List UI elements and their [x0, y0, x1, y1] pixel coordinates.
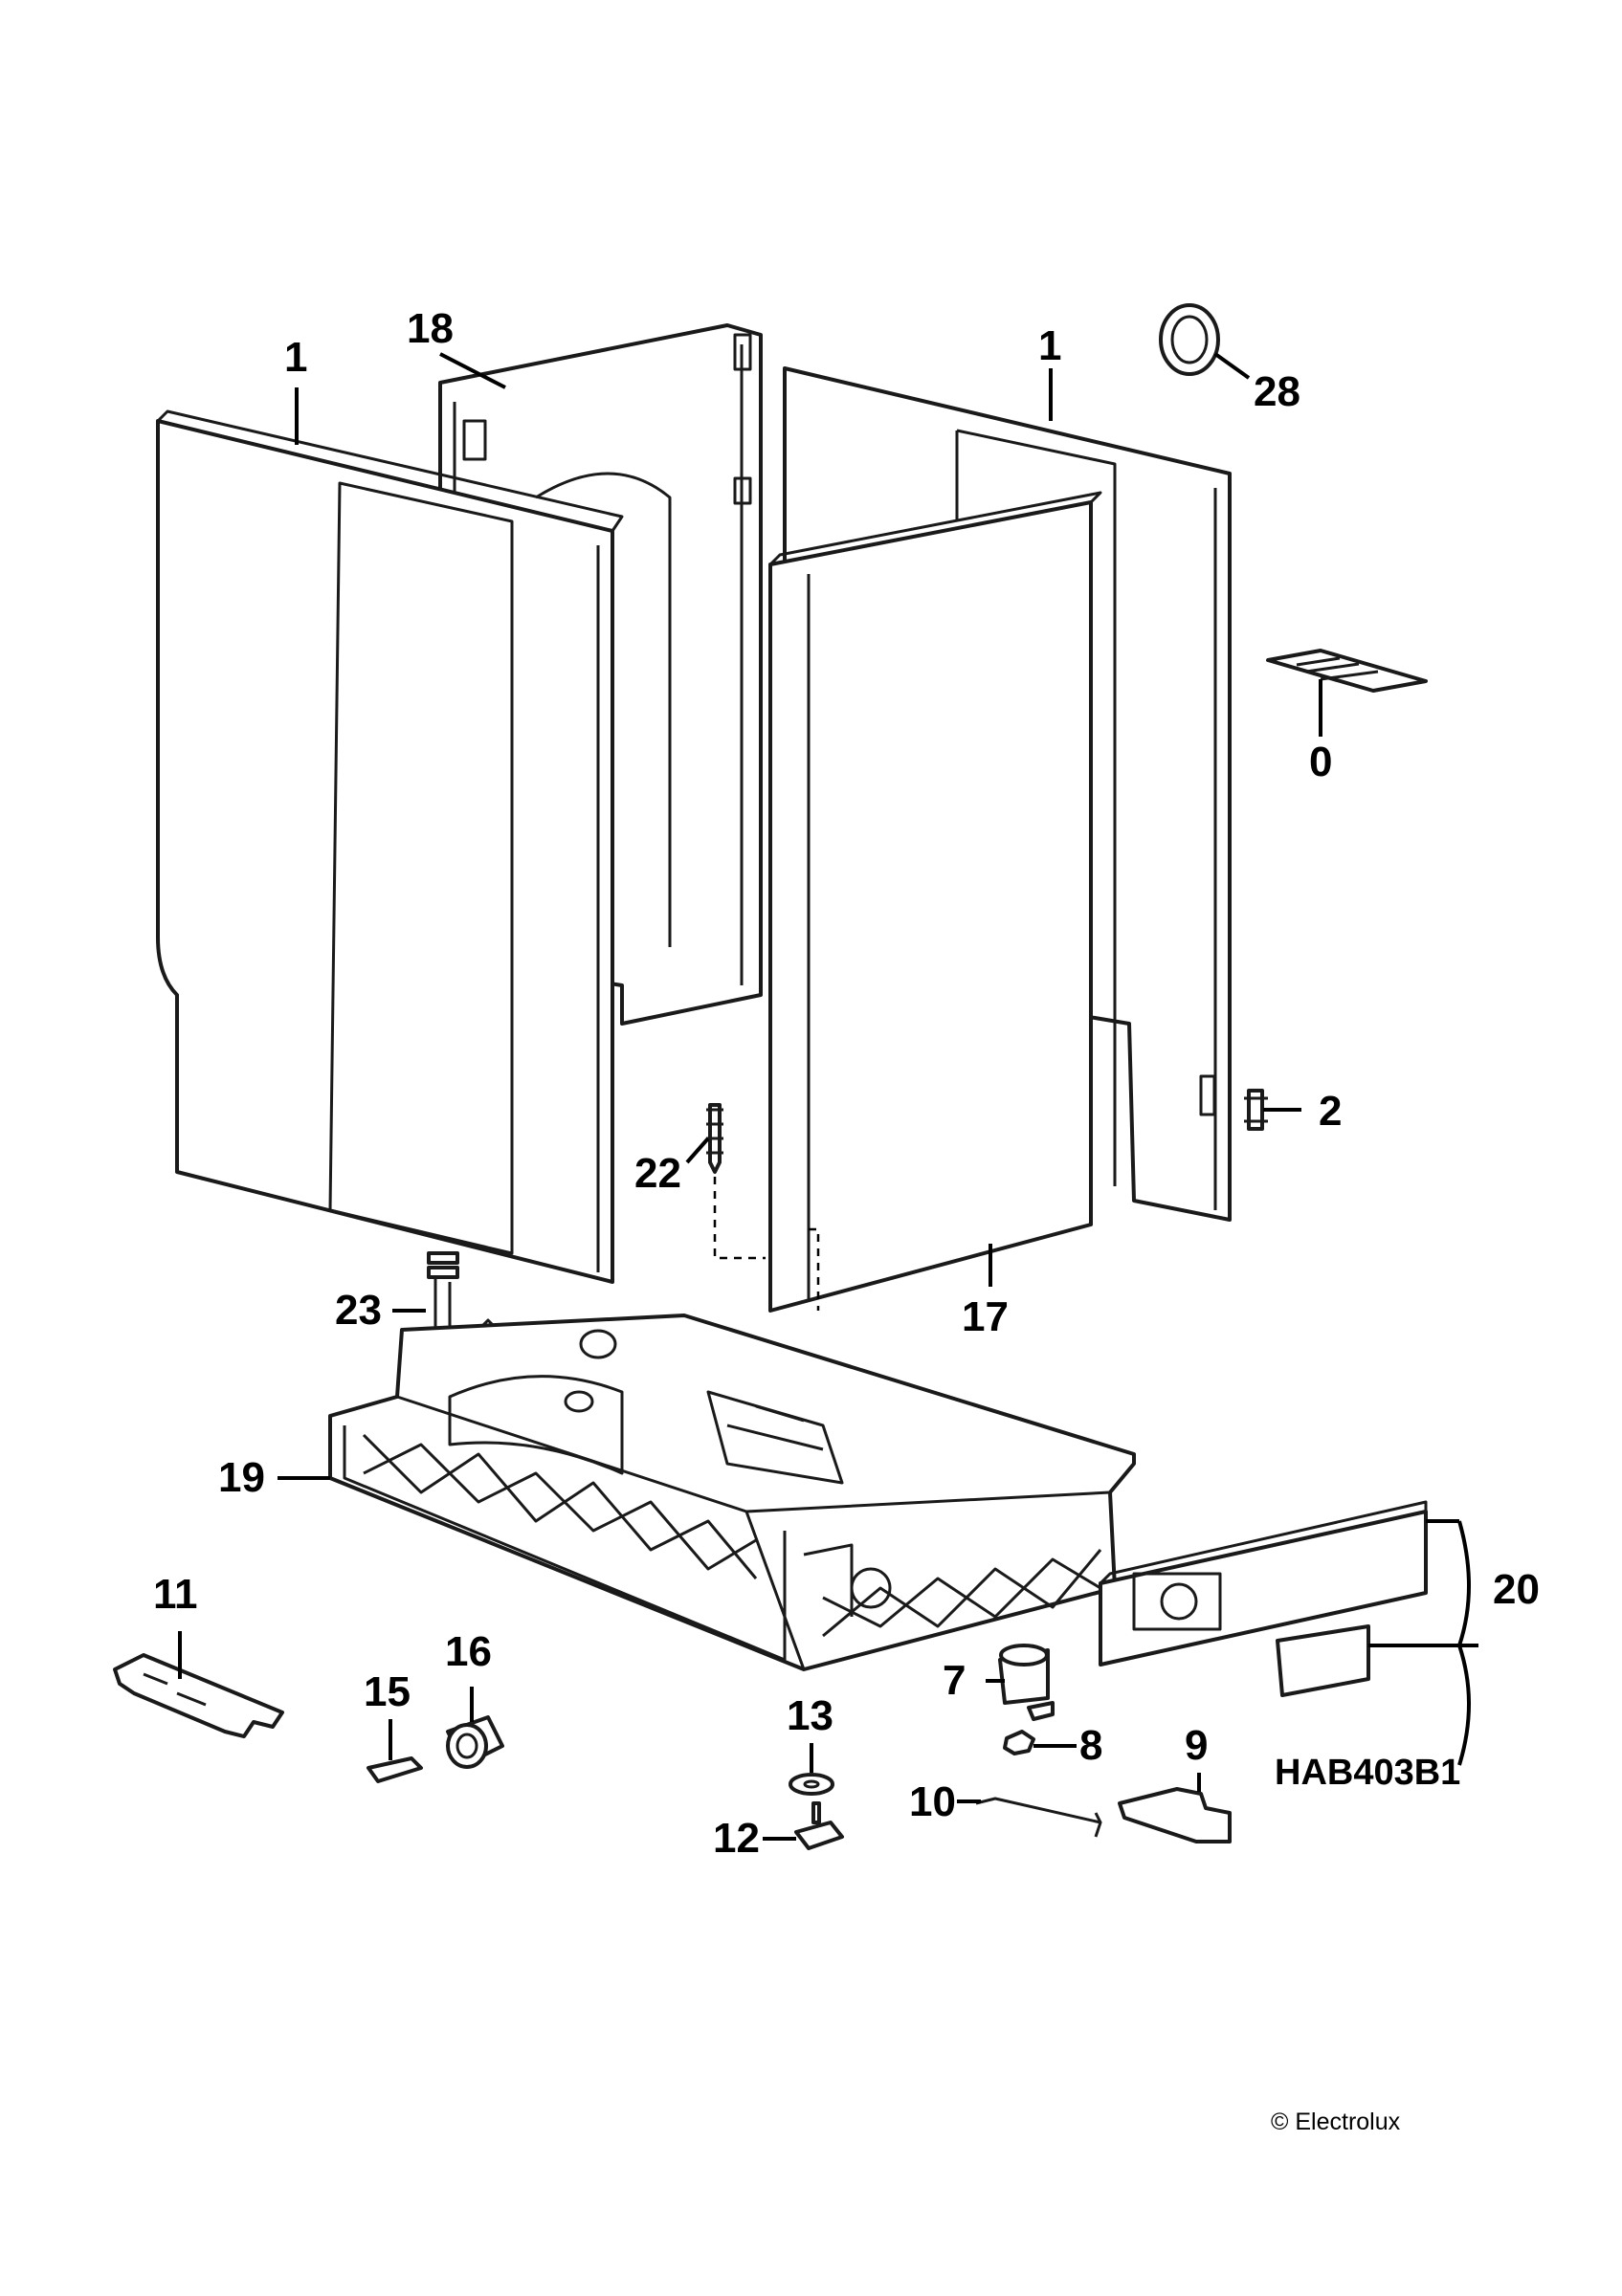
part-13-washer [789, 1773, 834, 1796]
callout-7: 7 [943, 1657, 967, 1704]
callout-13: 13 [787, 1692, 833, 1739]
part-12-foot [794, 1801, 844, 1850]
drawing-code: HAB403B1 [1275, 1753, 1461, 1793]
callout-10: 10 [909, 1778, 956, 1825]
copyright-notice: © Electrolux [1271, 2108, 1401, 2135]
callout-8: 8 [1079, 1722, 1103, 1769]
callout-23: 23 [335, 1287, 382, 1334]
callout-16: 16 [445, 1628, 492, 1675]
part-8-nut [1003, 1730, 1035, 1755]
part-10-rod [975, 1797, 1102, 1838]
part-22-screw [706, 1103, 766, 1260]
callout-28: 28 [1254, 368, 1300, 415]
callout-1-right: 1 [1038, 322, 1062, 369]
callout-15: 15 [364, 1668, 411, 1715]
callout-9: 9 [1185, 1722, 1209, 1769]
part-16-roller [446, 1715, 504, 1769]
part-17-front-panel [768, 491, 1102, 1313]
callout-2: 2 [1319, 1088, 1343, 1135]
leader-lines [178, 352, 1459, 1841]
part-0-rating-plate [1266, 649, 1428, 693]
part-2-clip [1244, 1089, 1268, 1131]
callout-17: 17 [962, 1293, 1009, 1340]
part-28-grommet [1159, 303, 1220, 376]
part-1-left-side-wall [156, 409, 624, 1284]
part-19-base-tray [328, 1314, 1136, 1671]
callout-11: 11 [153, 1571, 198, 1618]
part-11-bracket [113, 1653, 284, 1738]
callout-1-left: 1 [284, 334, 308, 381]
part-20-plinth [1099, 1500, 1478, 1766]
part-7-guide [998, 1644, 1055, 1721]
callout-12: 12 [713, 1815, 760, 1862]
part-15-slide [367, 1756, 423, 1783]
callout-22: 22 [634, 1150, 681, 1197]
callout-0: 0 [1309, 739, 1333, 785]
callout-20: 20 [1493, 1566, 1540, 1613]
part-9-slider [1118, 1787, 1232, 1843]
callout-18: 18 [407, 305, 454, 352]
callout-19: 19 [218, 1454, 265, 1501]
